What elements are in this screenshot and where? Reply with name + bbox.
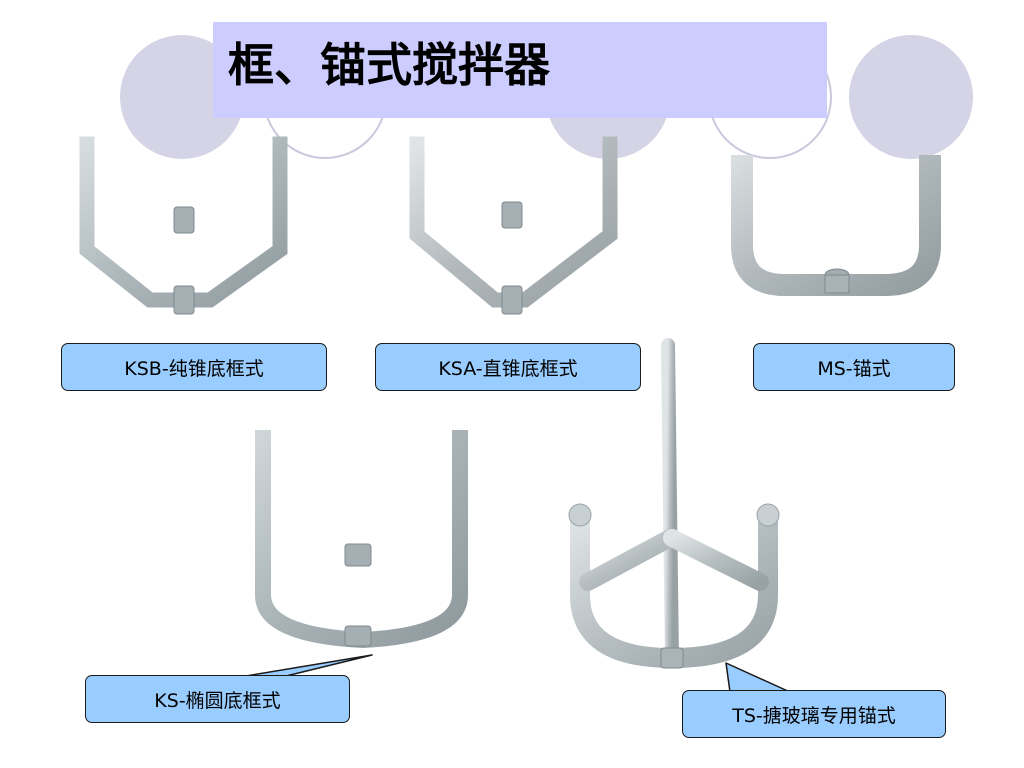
label-ks: KS-椭圆底框式 <box>85 675 350 723</box>
label-ksa: KSA-直锥底框式 <box>375 343 641 391</box>
label-ksb: KSB-纯锥底框式 <box>61 343 327 391</box>
label-ms: MS-锚式 <box>753 343 955 391</box>
title-box <box>213 22 827 118</box>
ksa-agitator-image <box>409 136 618 315</box>
slide-title: 框、锚式搅拌器 <box>228 38 550 92</box>
ksb-agitator-image <box>79 136 288 315</box>
decor-circle-3 <box>849 35 973 159</box>
ks-agitator-image <box>255 430 468 649</box>
label-ts: TS-搪玻璃专用锚式 <box>682 690 946 738</box>
ms-agitator-image <box>731 155 941 296</box>
ts-agitator-image <box>568 338 780 669</box>
